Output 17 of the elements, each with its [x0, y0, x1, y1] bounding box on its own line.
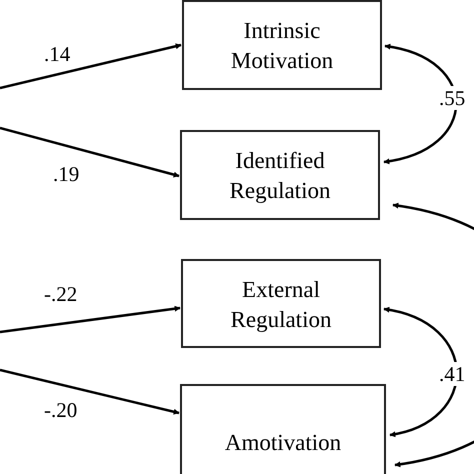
curved-double-arrow [392, 203, 474, 467]
curved-double-arrow [383, 44, 458, 164]
variable-box [180, 384, 386, 474]
curved-double-arrow [383, 307, 458, 437]
edge-label: .55 [439, 86, 466, 110]
edge-label: .41 [439, 362, 466, 386]
arrow [0, 43, 182, 90]
variable-name: Intrinsic Motivation [230, 17, 334, 75]
variable-box [182, 0, 382, 90]
variable-name: Identified Regulation [228, 147, 332, 205]
arrow [0, 126, 180, 178]
arrow [0, 368, 180, 415]
arrow [0, 306, 181, 334]
variable-name: Amotivation [224, 429, 342, 457]
variable-box [181, 259, 381, 348]
variable-box [180, 130, 380, 220]
variable-name: External Regulation [230, 276, 332, 334]
